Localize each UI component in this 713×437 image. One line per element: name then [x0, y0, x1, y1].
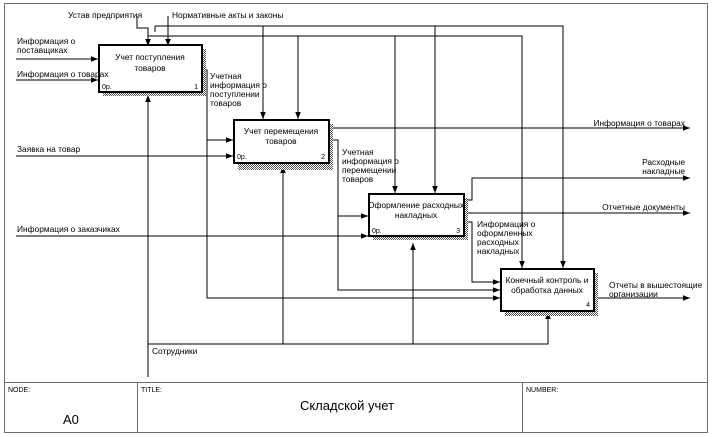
- movement-to-box3-arrow: [330, 139, 368, 219]
- footer-number-label: NUMBER:: [526, 387, 558, 394]
- label-higher-reports: Отчеты в вышестоящие: [609, 280, 703, 290]
- receipt-to-box4-arrow: [206, 140, 500, 301]
- footer-node-value: A0: [63, 412, 79, 427]
- box-title-line: Оформление расходных: [368, 200, 465, 210]
- control-charter-arrow: [136, 16, 151, 46]
- box-title-line: накладных: [395, 210, 438, 220]
- box-number: 1: [194, 84, 198, 91]
- label-charter: Устав предприятия: [68, 10, 142, 20]
- footer-title-label: TITLE:: [141, 387, 162, 394]
- label-movement-info: товаров: [342, 174, 374, 184]
- invoice-info-to-box4-arrow: [465, 221, 500, 285]
- label-movement-info: Учетная: [342, 147, 374, 157]
- activity-box-1[interactable]: Учет поступления товаров 0р. 1: [98, 44, 206, 96]
- box-cost: 0р.: [237, 154, 247, 161]
- mechanism-box3-arrow: [283, 243, 416, 345]
- box-title-line: Конечный контроль и: [506, 275, 589, 285]
- label-customer-info: Информация о заказчиках: [17, 224, 121, 234]
- label-invoice-info: оформленных: [477, 228, 533, 238]
- label-goods-request: Заявка на товар: [17, 144, 81, 154]
- box-cost: 0р.: [102, 84, 112, 91]
- mechanism-box4-arrow: [413, 312, 551, 345]
- label-regulations: Нормативные акты и законы: [172, 10, 283, 20]
- label-movement-info: перемещении: [342, 165, 397, 175]
- label-supplier-info: поставщиках: [17, 45, 68, 55]
- label-movement-info: информация о: [342, 156, 399, 166]
- output-invoices-arrow: [465, 175, 690, 201]
- label-receipt-info: товаров: [210, 98, 242, 108]
- control-charter-box4-arrow: [148, 35, 525, 268]
- label-receipt-info: информация о: [210, 80, 267, 90]
- movement-to-box4-arrow: [337, 216, 500, 293]
- box-title-line: товаров: [134, 63, 166, 73]
- footer: NODE: A0 TITLE: Складской учет NUMBER:: [4, 382, 708, 433]
- label-supplier-info: Информация о: [17, 36, 76, 46]
- control-regulations-box4-arrow: [155, 25, 566, 268]
- activity-box-3[interactable]: Оформление расходных накладных 0р. 3: [368, 193, 468, 240]
- flow-lines: [16, 16, 690, 377]
- footer-title-value: Складской учет: [300, 398, 394, 413]
- box-number: 4: [586, 302, 590, 309]
- diagram-frame: [4, 3, 708, 433]
- box-cost: 0р.: [372, 228, 382, 235]
- label-staff: Сотрудники: [152, 346, 198, 356]
- mechanism-box2-arrow: [148, 166, 286, 345]
- label-receipt-info: поступлении: [210, 89, 260, 99]
- box-title-line: обработка данных: [511, 285, 584, 295]
- box-title-line: Учет перемещения: [244, 126, 318, 136]
- box-title-line: товаров: [265, 136, 297, 146]
- label-invoices: Расходные: [642, 157, 685, 167]
- label-reports: Отчетные документы: [602, 202, 685, 212]
- box-number: 2: [321, 154, 325, 161]
- label-invoice-info: расходных: [477, 237, 520, 247]
- footer-node-label: NODE:: [8, 387, 30, 394]
- activity-box-4[interactable]: Конечный контроль и обработка данных 4: [500, 268, 598, 316]
- label-invoice-info: накладных: [477, 246, 520, 256]
- label-receipt-info: Учетная: [210, 71, 242, 81]
- label-goods-info-output: Информация о товарах: [593, 118, 685, 128]
- box-number: 3: [456, 228, 460, 235]
- label-invoices: накладные: [642, 166, 685, 176]
- label-goods-info-input: Информация о товарах: [17, 69, 109, 79]
- activity-box-2[interactable]: Учет перемещения товаров 0р. 2: [233, 119, 333, 170]
- label-higher-reports: организации: [609, 289, 658, 299]
- arrow-labels: Устав предприятия Нормативные акты и зак…: [17, 10, 703, 356]
- label-invoice-info: Информация о: [477, 219, 536, 229]
- box-title-line: Учет поступления: [115, 52, 185, 62]
- control-charter-box3-arrow: [298, 35, 398, 193]
